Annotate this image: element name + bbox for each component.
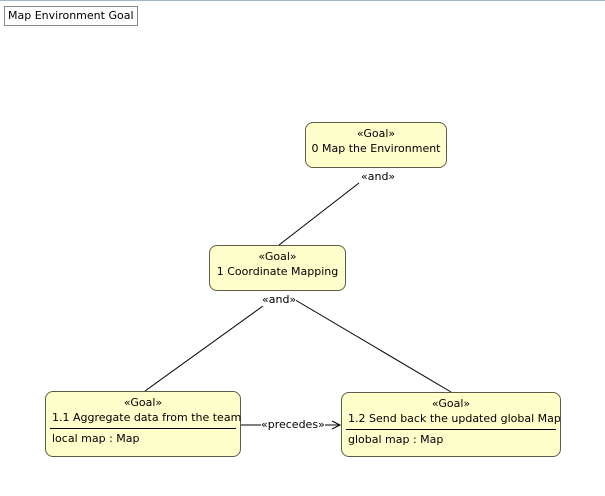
window-top-border [0,0,605,1]
goal-coordinate-mapping[interactable]: «Goal» 1 Coordinate Mapping [209,245,346,291]
and-label-mid: «and» [262,293,297,306]
goal-stereotype: «Goal» [431,397,471,410]
goal-aggregate-data[interactable]: «Goal» 1.1 Aggregate data from the team … [45,391,241,457]
goal-stereotype: «Goal» [123,396,163,409]
goal-parameter: global map : Map [348,433,444,446]
goal-stereotype: «Goal» [356,127,396,140]
goal-compartment-divider [346,429,556,430]
and-label-top: «and» [361,170,396,183]
decomposition-edge-0-1[interactable] [278,182,360,246]
diagram-title: Map Environment Goal [4,6,138,26]
goal-name: 1 Coordinate Mapping [216,265,339,278]
goal-send-back-global-map[interactable]: «Goal» 1.2 Send back the updated global … [341,392,561,457]
precedes-arrowhead-icon [331,420,342,430]
decomposition-edge-1-1-1[interactable] [144,305,264,392]
decomposition-edge-1-1-2[interactable] [291,297,452,393]
precedes-label: «precedes» [261,418,325,431]
goal-name: 1.1 Aggregate data from the team [52,411,242,424]
goal-name: 1.2 Send back the updated global Map [348,412,561,425]
goal-name: 0 Map the Environment [311,142,441,155]
goal-stereotype: «Goal» [258,250,297,263]
goal-compartment-divider [50,428,236,429]
goal-map-the-environment[interactable]: «Goal» 0 Map the Environment [305,122,447,168]
goal-parameter: local map : Map [52,432,140,445]
